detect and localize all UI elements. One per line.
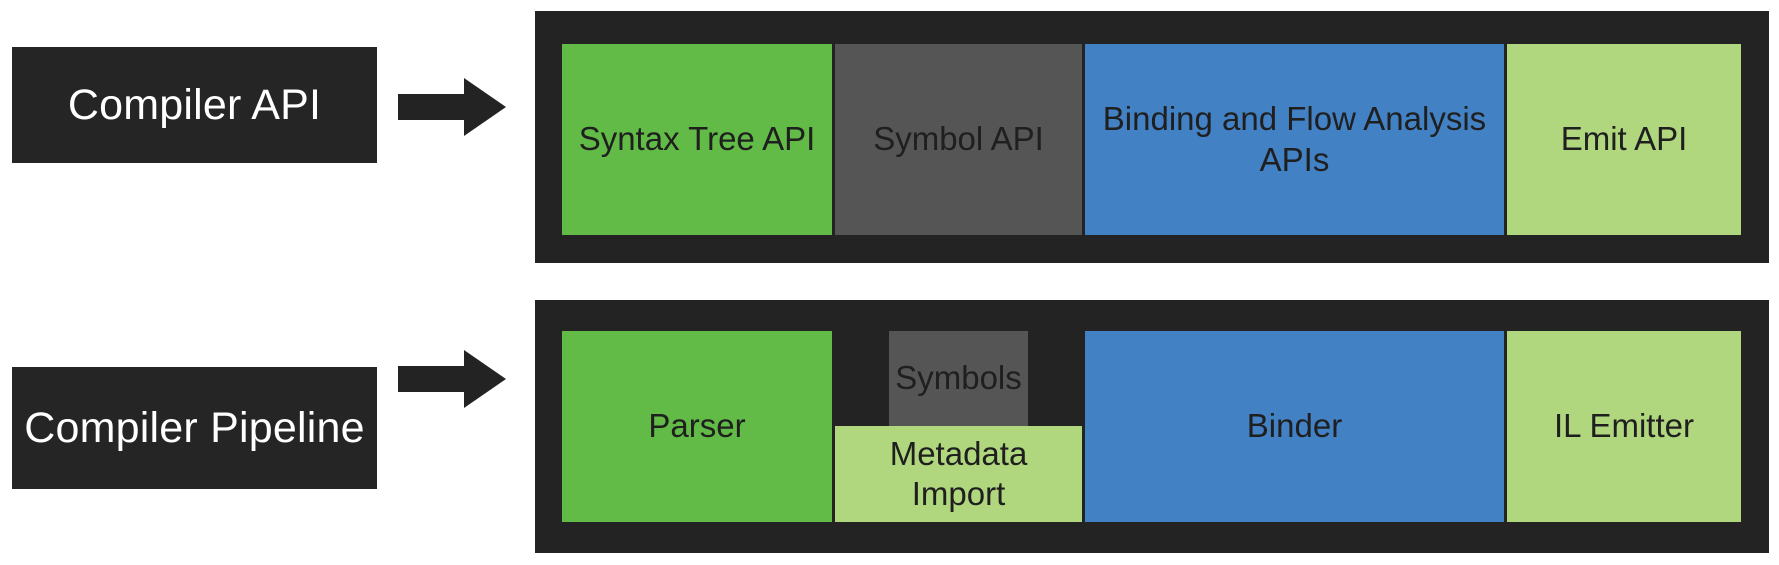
compiler-api-label-text: Compiler API <box>67 80 322 129</box>
cell-parser-label: Parser <box>648 407 746 445</box>
cell-syntax-tree-api[interactable]: Syntax Tree API <box>562 44 835 235</box>
cell-symbols[interactable]: Symbols <box>889 331 1028 426</box>
cell-binding-and-flow-analysis-apis-label: Binding and Flow Analysis APIs <box>1102 100 1487 178</box>
compiler-pipeline-label-plate: Compiler Pipeline <box>12 367 377 489</box>
compiler-pipeline-strip: Parser Symbols Metadata Import Binder IL… <box>562 331 1741 522</box>
cell-metadata-import[interactable]: Metadata Import <box>835 426 1082 522</box>
cell-emit-api[interactable]: Emit API <box>1507 44 1741 235</box>
arrow-right-icon-api <box>398 78 506 136</box>
cell-metadata-import-label: Metadata Import <box>889 434 1028 512</box>
cell-binding-and-flow-analysis-apis[interactable]: Binding and Flow Analysis APIs <box>1085 44 1507 235</box>
cell-il-emitter-label: IL Emitter <box>1554 407 1694 445</box>
cell-binder[interactable]: Binder <box>1085 331 1507 522</box>
compiler-api-strip: Syntax Tree API Symbol API Binding and F… <box>562 44 1741 235</box>
arrow-right-icon-pipeline <box>398 350 506 408</box>
compiler-pipeline-frame: Parser Symbols Metadata Import Binder IL… <box>535 300 1769 553</box>
cell-binder-label: Binder <box>1246 407 1343 445</box>
cell-symbols-group: Symbols Metadata Import <box>835 331 1085 522</box>
cell-symbols-label: Symbols <box>895 359 1022 397</box>
cell-syntax-tree-api-label: Syntax Tree API <box>578 120 816 158</box>
cell-il-emitter[interactable]: IL Emitter <box>1507 331 1741 522</box>
cell-parser[interactable]: Parser <box>562 331 835 522</box>
cell-emit-api-label: Emit API <box>1560 120 1688 158</box>
cell-symbol-api[interactable]: Symbol API <box>835 44 1085 235</box>
compiler-pipeline-label-text: Compiler Pipeline <box>24 403 365 452</box>
compiler-api-frame: Syntax Tree API Symbol API Binding and F… <box>535 11 1769 263</box>
compiler-api-label-plate: Compiler API <box>12 47 377 163</box>
cell-symbol-api-label: Symbol API <box>873 120 1044 158</box>
